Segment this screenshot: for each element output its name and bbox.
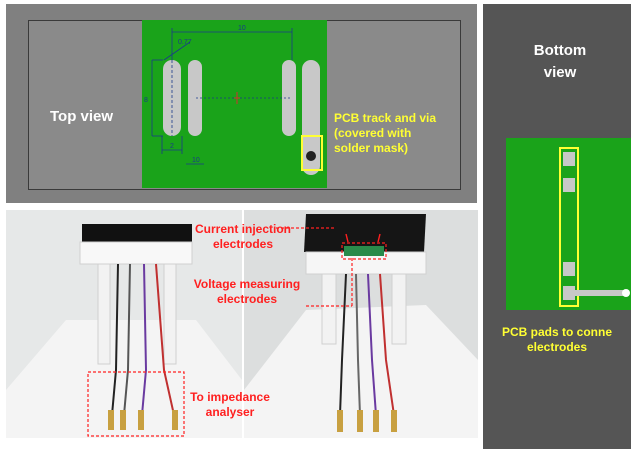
pcb-top-drawing: 10 0.77 8 2 10 <box>144 25 320 175</box>
left-top-housing <box>79 241 193 265</box>
pcb-track-annotation: PCB track and via (covered with solder m… <box>334 111 436 156</box>
right-electrode-strip <box>344 246 384 256</box>
impedance-line-1: To impedance <box>190 390 270 404</box>
svg-text:8: 8 <box>144 97 148 104</box>
svg-text:2: 2 <box>170 143 174 150</box>
bottom-view-title: Bottom view <box>530 40 590 84</box>
right-top-cap <box>304 214 426 252</box>
impedance-label: To impedance analyser <box>180 390 280 420</box>
via-hole <box>306 151 316 161</box>
left-top-cap <box>82 224 192 242</box>
slot-4 <box>302 60 320 175</box>
svg-text:0.77: 0.77 <box>178 39 192 46</box>
pad-3 <box>563 262 575 276</box>
pcb-track-line-2: (covered with <box>334 126 412 140</box>
svg-text:10: 10 <box>238 25 246 32</box>
pad-1 <box>563 152 575 166</box>
pcb-bottom-board <box>506 138 631 310</box>
left-leg-1 <box>97 263 111 365</box>
current-injection-label: Current injection electrodes <box>182 222 304 252</box>
pcb-track-line-1: PCB track and via <box>334 111 437 125</box>
svg-text:10: 10 <box>192 157 200 164</box>
pad-2 <box>563 178 575 192</box>
pcb-bottom-drawing <box>559 147 630 307</box>
pcb-pads-annotation: PCB pads to conne electrodes <box>483 325 631 355</box>
current-injection-line-1: Current injection <box>194 222 291 236</box>
current-injection-line-2: electrodes <box>212 237 274 251</box>
bottom-view-line-2: view <box>543 64 577 81</box>
pcb-pads-line-1: PCB pads to conne <box>501 325 612 339</box>
right-base-plate <box>244 305 478 438</box>
impedance-line-2: analyser <box>205 405 255 419</box>
via-highlight-box <box>301 135 323 171</box>
top-view-label: Top view <box>50 108 114 125</box>
voltage-measuring-line-2: electrodes <box>216 292 278 306</box>
slot-2 <box>188 60 202 136</box>
left-base-plate <box>6 320 242 438</box>
bottom-view-line-1: Bottom <box>533 42 587 59</box>
bottom-track <box>575 290 627 296</box>
pads-highlight-box <box>559 147 579 307</box>
pcb-track-line-3: solder mask) <box>334 141 409 155</box>
photo-drawing <box>6 214 478 438</box>
voltage-measuring-label: Voltage measuring electrodes <box>182 277 312 307</box>
pcb-pads-line-2: electrodes <box>526 340 588 354</box>
voltage-measuring-line-1: Voltage measuring <box>193 277 301 291</box>
left-leg-2 <box>163 263 177 365</box>
pad-4 <box>563 286 575 300</box>
bottom-via <box>622 289 630 297</box>
